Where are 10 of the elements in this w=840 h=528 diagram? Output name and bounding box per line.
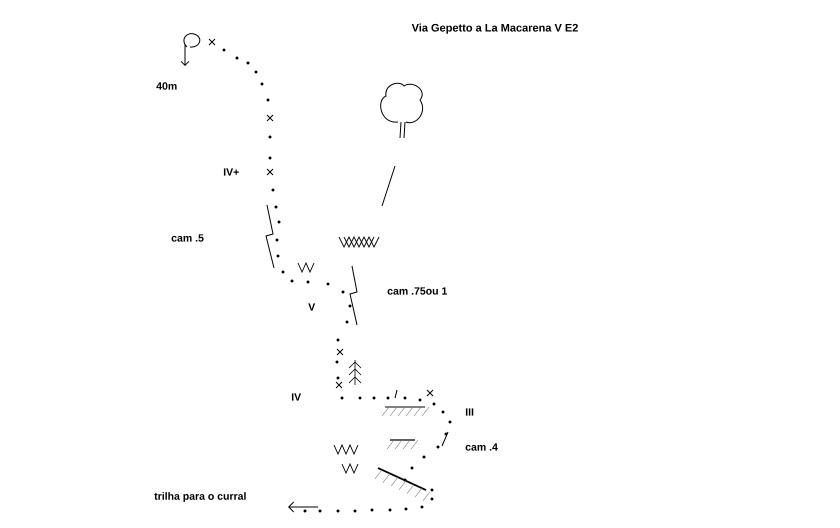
route-label: V [308,303,316,311]
route-label: cam .5 [172,234,204,242]
route-label: IV [292,393,302,401]
route-label: III [466,408,474,416]
route-label: cam .75ou 1 [388,287,447,295]
title: Via Gepetto a La Macarena V E2 [412,24,578,34]
route-label: 40m [156,82,177,90]
route-label: IV+ [224,168,239,176]
route-label: cam .4 [466,443,498,451]
route-label: trilha para o curral [154,492,246,502]
